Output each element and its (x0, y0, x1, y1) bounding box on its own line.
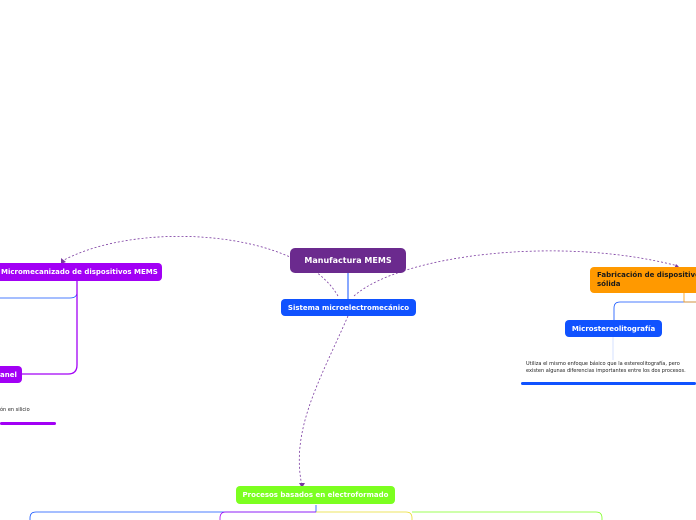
solid-node-label-line1: Fabricación de dispositivos (597, 271, 696, 279)
branch-electro-yellow (316, 511, 413, 520)
silicon-note-underline (0, 422, 56, 425)
branch-solid-microstereo (613, 301, 696, 320)
micromachining-node-label: Micromecanizado de dispositivos MEMS (1, 268, 158, 276)
arrowhead-micromachining (61, 258, 66, 264)
microstereo-node[interactable]: Microstereolitografía (565, 320, 662, 337)
branch-solid-orange (683, 293, 696, 303)
branch-electro-green (412, 511, 603, 520)
solid-node[interactable]: Fabricación de dispositivos sólida (590, 267, 696, 293)
stereo-note: Utiliza el mismo enfoque básico que la e… (526, 361, 686, 374)
arrowhead-electro (299, 483, 305, 488)
microstereo-node-label: Microstereolitografía (571, 324, 656, 333)
panel-node-label: anel (0, 370, 17, 379)
micromachining-node[interactable]: Micromecanizado de dispositivos MEMS (0, 263, 162, 281)
electro-node[interactable]: Procesos basados en electroformado (236, 486, 395, 504)
dashed-connector-root-solid (353, 250, 679, 297)
dashed-connector-system-electro (298, 315, 349, 487)
branch-electro-purple (219, 511, 316, 520)
solid-node-label-line2: sólida (597, 280, 621, 288)
root-node-label: Manufactura MEMS (304, 256, 392, 265)
stereo-note-underline (521, 382, 696, 385)
dashed-connector-root-micromachining (63, 235, 339, 297)
silicon-note: ón en silicio (0, 407, 30, 413)
branch-micromachining-panel (20, 281, 78, 375)
branch-micromachining-upper (0, 281, 78, 299)
electro-node-label: Procesos basados en electroformado (242, 491, 389, 499)
panel-node[interactable]: anel (0, 366, 22, 383)
system-node-label: Sistema microelectromecánico (287, 303, 410, 312)
root-node[interactable]: Manufactura MEMS (290, 248, 406, 273)
system-node[interactable]: Sistema microelectromecánico (281, 299, 416, 316)
branch-electro-blue (29, 505, 317, 520)
